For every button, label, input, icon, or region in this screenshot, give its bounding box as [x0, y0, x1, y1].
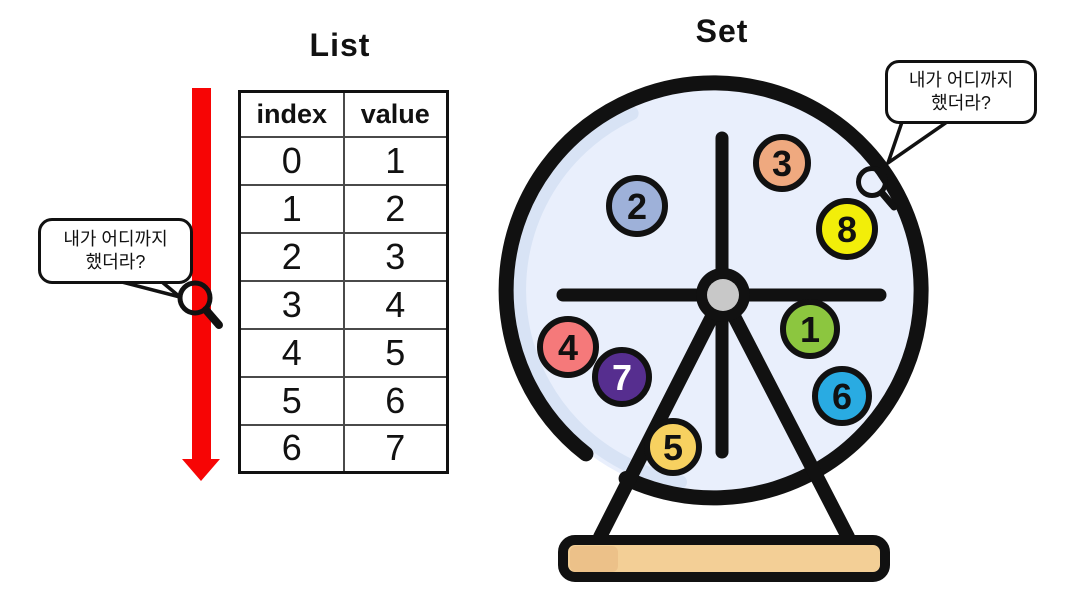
table-row: 6 7	[238, 423, 449, 474]
speech-tail-list	[120, 280, 182, 299]
traversal-arrow	[182, 88, 220, 481]
lottery-ball: 7	[592, 347, 652, 407]
lottery-ball: 3	[753, 134, 811, 192]
list-table: index value 0 1 1 2 2 3 3 4 4 5	[238, 90, 449, 474]
ball-number: 2	[627, 186, 647, 227]
table-row: 0 1	[238, 135, 449, 186]
lottery-ball: 1	[780, 299, 840, 359]
lottery-ball: 5	[644, 418, 702, 476]
stand-base-shade	[570, 546, 618, 572]
table-row: 4 5	[238, 327, 449, 378]
table-row: 5 6	[238, 375, 449, 426]
index-cell: 2	[238, 231, 345, 282]
stand-leg-left	[593, 288, 730, 544]
value-cell: 2	[342, 183, 449, 234]
index-cell: 6	[238, 423, 345, 474]
ball-number: 1	[800, 309, 820, 350]
index-cell: 0	[238, 135, 345, 186]
ball-circle	[592, 347, 652, 407]
search-icon	[856, 166, 898, 211]
index-cell: 4	[238, 327, 345, 378]
lottery-ball: 8	[816, 198, 878, 260]
speech-bubble-set: 내가 어디까지 했더라?	[885, 60, 1037, 124]
magnifier-handle	[878, 189, 898, 211]
magnifier-lens	[856, 166, 888, 198]
ball-circle	[537, 316, 599, 378]
ball-circle	[816, 198, 878, 260]
arrow-shaft	[192, 88, 211, 462]
speech-bubble-line: 내가 어디까지	[63, 228, 168, 249]
value-cell: 1	[342, 135, 449, 186]
index-column-header: index	[238, 90, 345, 138]
ball-number: 6	[832, 376, 852, 417]
table-row: 2 3	[238, 231, 449, 282]
value-cell: 5	[342, 327, 449, 378]
lottery-machine: 2 3 8 1 6 4 7	[498, 75, 929, 582]
ball-number: 3	[772, 143, 792, 184]
value-column-header: value	[342, 90, 449, 138]
lottery-ball: 6	[812, 366, 872, 426]
set-title: Set	[695, 13, 749, 49]
magnifier-handle	[202, 306, 223, 329]
table-header-row: index value	[238, 90, 449, 138]
hub-center	[707, 279, 739, 311]
index-cell: 1	[238, 183, 345, 234]
value-cell: 3	[342, 231, 449, 282]
value-cell: 4	[342, 279, 449, 330]
index-cell: 3	[238, 279, 345, 330]
ball-number: 7	[612, 357, 632, 398]
stand-base	[563, 540, 885, 577]
ball-circle	[753, 134, 811, 192]
speech-bubble-line: 했더라?	[931, 93, 991, 113]
ball-circle	[644, 418, 702, 476]
speech-tail-set	[886, 120, 949, 165]
drum-shade-arc	[512, 106, 687, 489]
ball-number: 8	[837, 209, 857, 250]
ball-number: 4	[558, 327, 578, 368]
table-row: 3 4	[238, 279, 449, 330]
ball-circle	[606, 175, 668, 237]
speech-bubble-list: 내가 어디까지 했더라?	[38, 218, 193, 284]
value-cell: 7	[342, 423, 449, 474]
index-cell: 5	[238, 375, 345, 426]
lottery-ball: 4	[537, 316, 599, 378]
speech-bubble-line: 내가 어디까지	[908, 69, 1014, 90]
stand-base-border	[558, 535, 890, 582]
speech-bubble-line: 했더라?	[85, 252, 146, 272]
search-icon	[177, 280, 223, 329]
list-title: List	[309, 27, 371, 63]
magnifier-lens	[177, 280, 213, 316]
ball-number: 5	[663, 427, 683, 468]
ball-circle	[812, 366, 872, 426]
arrow-head	[182, 459, 220, 481]
stand-leg-right	[716, 288, 855, 544]
value-cell: 6	[342, 375, 449, 426]
lottery-ball: 2	[606, 175, 668, 237]
table-row: 1 2	[238, 183, 449, 234]
ball-circle	[780, 299, 840, 359]
